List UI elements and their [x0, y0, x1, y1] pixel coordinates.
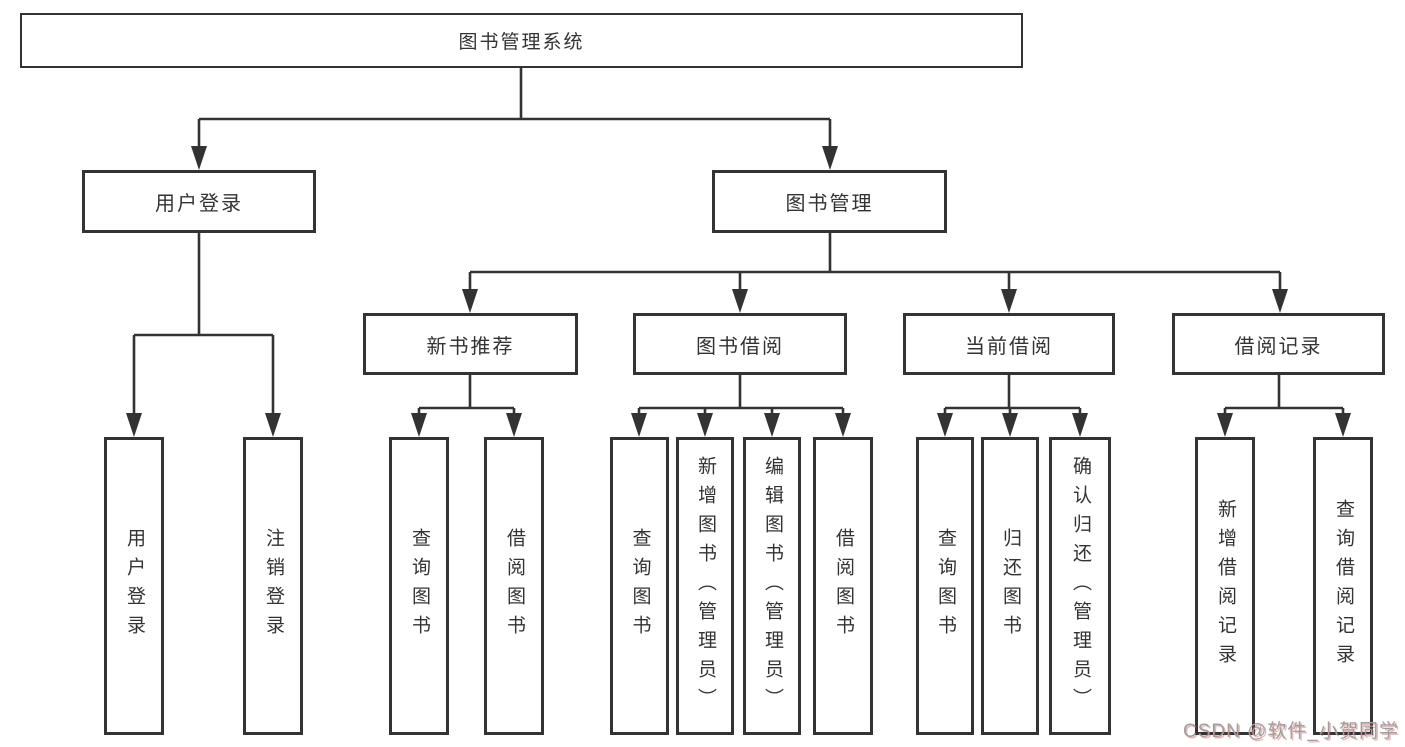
node-root-label: 图书管理系统 — [458, 32, 585, 53]
arrowhead-icon — [631, 413, 647, 437]
leaf-add-borrow-record: 新增借阅记录 — [1195, 437, 1255, 735]
arrowhead-icon — [697, 413, 713, 437]
arrowhead-icon — [835, 413, 851, 437]
arrowhead-icon — [1272, 289, 1288, 313]
node-book-management-label: 图书管理 — [785, 193, 874, 215]
leaf-borrow-books-recommend: 借阅图书 — [484, 437, 544, 735]
arrowhead-icon — [822, 146, 838, 170]
arrowhead-icon — [191, 146, 207, 170]
node-user-login-label: 用户登录 — [155, 193, 243, 215]
node-new-book-recommend: 新书推荐 — [363, 313, 578, 375]
arrowhead-icon — [764, 413, 780, 437]
arrowhead-icon — [411, 413, 427, 437]
node-book-borrowing-label: 图书借阅 — [696, 335, 784, 358]
leaf-user-login: 用户登录 — [104, 437, 164, 735]
leaf-return-books: 归还图书 — [981, 437, 1039, 735]
leaf-confirm-return-admin: 确认归还（管理员） — [1049, 437, 1111, 735]
arrowhead-icon — [732, 289, 748, 313]
leaf-logout: 注销登录 — [243, 437, 303, 735]
leaf-query-borrow-record: 查询借阅记录 — [1313, 437, 1373, 735]
leaf-query-books-current: 查询图书 — [916, 437, 974, 735]
arrowhead-icon — [126, 413, 142, 437]
node-borrow-records: 借阅记录 — [1172, 313, 1385, 375]
arrowhead-icon — [506, 413, 522, 437]
leaf-query-books-borrowing: 查询图书 — [610, 437, 669, 735]
node-user-login: 用户登录 — [82, 170, 316, 233]
node-book-borrowing: 图书借阅 — [633, 313, 847, 375]
leaf-add-book-admin: 新增图书（管理员） — [676, 437, 734, 735]
arrowhead-icon — [1335, 413, 1351, 437]
leaf-borrow-books-borrowing: 借阅图书 — [813, 437, 873, 735]
node-new-book-recommend-label: 新书推荐 — [426, 335, 515, 358]
arrowhead-icon — [937, 413, 953, 437]
arrowhead-icon — [1217, 413, 1233, 437]
leaf-edit-book-admin: 编辑图书（管理员） — [743, 437, 801, 735]
node-current-borrowing-label: 当前借阅 — [965, 335, 1053, 358]
arrowhead-icon — [1002, 413, 1018, 437]
arrowhead-icon — [1072, 413, 1088, 437]
node-current-borrowing: 当前借阅 — [903, 313, 1115, 375]
arrowhead-icon — [462, 289, 478, 313]
node-book-management: 图书管理 — [712, 170, 947, 233]
csdn-watermark: CSDN @软件_小贺同学 — [1183, 721, 1399, 742]
node-root: 图书管理系统 — [20, 13, 1023, 68]
arrowhead-icon — [1001, 289, 1017, 313]
arrowhead-icon — [265, 413, 281, 437]
node-borrow-records-label: 借阅记录 — [1234, 335, 1323, 358]
leaf-query-books-recommend: 查询图书 — [389, 437, 449, 735]
